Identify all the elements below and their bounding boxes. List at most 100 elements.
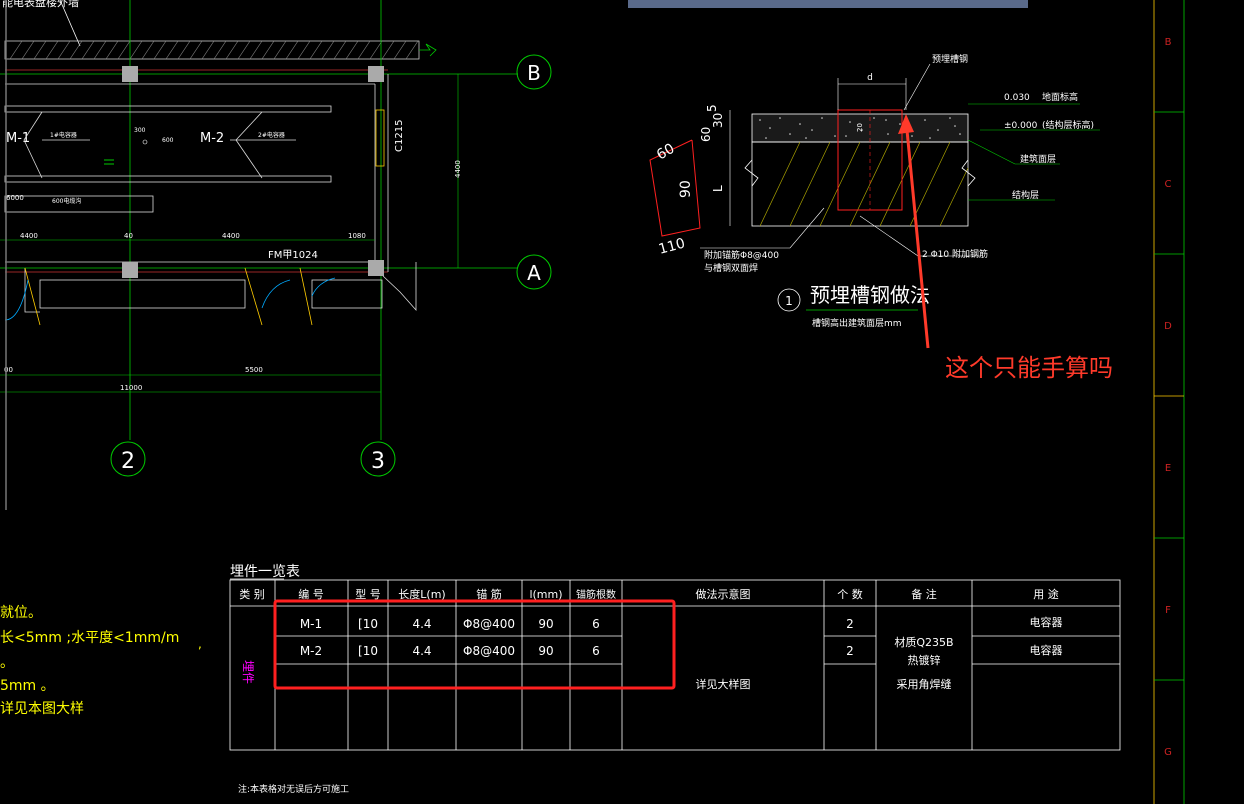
- column: [122, 262, 138, 278]
- header-remark: 备 注: [911, 587, 937, 601]
- border-letter-g: G: [1164, 747, 1172, 758]
- table-row: M-1 [10 4.4 Φ8@400 90 6 2 电容器: [300, 615, 1063, 631]
- plan-view: 能电表盘楼外墙: [0, 0, 552, 510]
- rebar-note-1: 附加锚筋Φ8@400: [704, 249, 779, 261]
- detail-title: 预埋槽钢做法: [810, 283, 930, 307]
- border-letter-f: F: [1165, 605, 1171, 616]
- cell-qty: 2: [846, 617, 854, 631]
- note-line-1: 就位。: [0, 605, 42, 621]
- annotation: 这个只能手算吗: [898, 114, 1113, 382]
- cell-qty: 2: [846, 644, 854, 658]
- top-wall-leader: [59, 0, 81, 47]
- structure-layer: [751, 141, 969, 227]
- break-mark: [419, 43, 437, 57]
- cell-length: 4.4: [412, 617, 431, 631]
- dim-4400-left: 4400: [20, 232, 38, 240]
- label-embedded: 预埋槽钢: [932, 53, 968, 65]
- axis-bubble-a: [516, 254, 552, 290]
- note-line-4: 5mm 。: [0, 678, 55, 694]
- header-anchor: 锚 筋: [476, 587, 502, 601]
- cell-length: 4.4: [412, 644, 431, 658]
- door-label: FM甲1024: [268, 250, 318, 261]
- axis-label-b: B: [527, 61, 541, 85]
- surface-dots: [759, 117, 961, 139]
- table-row: M-2 [10 4.4 Φ8@400 90 6 2 电容器: [300, 643, 1063, 658]
- axis-label-3: 3: [371, 449, 385, 474]
- cell-model: [10: [358, 617, 378, 631]
- note-line-2-end: ,: [198, 637, 202, 651]
- dim-5: 5: [705, 104, 719, 112]
- elev-mid: 600: [162, 137, 174, 144]
- cell-l: 90: [538, 617, 553, 631]
- note-line-3: 。: [0, 655, 14, 671]
- window-label: C1215: [394, 120, 405, 152]
- cell-anchor: Φ8@400: [463, 617, 515, 631]
- border-letter-b: B: [1165, 37, 1172, 48]
- label-m2: M-2: [200, 131, 224, 146]
- axis-bubble-2: [110, 441, 146, 477]
- header-category: 类 别: [239, 587, 265, 601]
- table-grid: [229, 579, 1121, 751]
- cell-count-anchor: 6: [592, 644, 600, 658]
- cell-model: [10: [358, 644, 378, 658]
- note-m1: 1#电容器: [50, 131, 77, 139]
- cell-l: 90: [538, 644, 553, 658]
- elev-0030-note: 地面标高: [1042, 91, 1078, 103]
- remark-3: 采用角焊缝: [897, 677, 952, 691]
- cell-usage: 电容器: [1030, 615, 1063, 629]
- dim-vertical: 4400: [454, 160, 462, 178]
- annotation-arrow: [904, 119, 930, 349]
- dim-60: 60: [699, 127, 713, 142]
- top-wall-label: 能电表盘楼外墙: [2, 0, 79, 9]
- layer-structure: 结构层: [1012, 189, 1039, 201]
- title-bubble: [777, 288, 801, 312]
- border-letter-e: E: [1165, 463, 1171, 474]
- table-footnote: 注:本表格对无误后方可施工: [238, 783, 349, 795]
- annotation-text: 这个只能手算吗: [945, 354, 1113, 382]
- cell-usage: 电容器: [1030, 643, 1063, 657]
- dim-00: 00: [4, 366, 13, 374]
- header-usage: 用 途: [1033, 587, 1059, 601]
- header-qty: 个 数: [837, 588, 863, 601]
- table-title: 埋件一览表: [230, 564, 300, 580]
- top-panel-bar: [628, 0, 1028, 8]
- detail-subtitle: 槽钢高出建筑面层mm: [812, 317, 902, 329]
- header-length: 长度L(m): [398, 587, 445, 601]
- dim-1080: 1080: [348, 232, 366, 240]
- window-c1215: [375, 109, 385, 167]
- title-num: 1: [785, 294, 793, 308]
- border-letter-c: C: [1165, 179, 1172, 190]
- notes: 就位。 长<5mm ;水平度<1mm/m , 。 5mm 。 详见本图大样: [0, 605, 202, 717]
- elev-0030: 0.030: [1004, 93, 1030, 103]
- axis-bubble-3: [360, 441, 396, 477]
- note-line-2: 长<5mm ;水平度<1mm/m: [0, 630, 179, 646]
- dim-L: L: [711, 185, 725, 192]
- note-6000: 600电缆沟: [52, 197, 81, 205]
- cell-number: M-1: [300, 617, 322, 631]
- dim-30: 30: [711, 113, 725, 128]
- layer-surface: 建筑面层: [1020, 153, 1056, 165]
- remark-1: 材质Q235B: [894, 635, 953, 649]
- profile-90: 90: [678, 180, 694, 198]
- note-line-5: 详见本图大样: [0, 701, 84, 717]
- dim-20: 20: [856, 123, 864, 132]
- header-l: l(mm): [529, 588, 562, 601]
- channel-profile: [649, 139, 701, 237]
- rebar-add: 2 Φ10 附加钢筋: [922, 248, 988, 260]
- cell-count-anchor: 6: [592, 617, 600, 631]
- highlight-box: [273, 599, 676, 690]
- header-number: 编 号: [298, 587, 324, 601]
- top-wall-hatch: [9, 40, 419, 60]
- axis-label-2: 2: [121, 449, 135, 474]
- header-model: 型 号: [355, 587, 381, 601]
- surface-layer: [751, 113, 969, 143]
- dim-5500: 5500: [245, 366, 263, 374]
- cell-number: M-2: [300, 644, 322, 658]
- channel-m2: [4, 175, 332, 183]
- detail-view: d 预埋槽钢 5 30 60 L 20 0.030 地面标高 ±0.000 (结…: [649, 53, 1100, 329]
- cell-anchor: Φ8@400: [463, 644, 515, 658]
- category-value: 埋件: [241, 660, 255, 684]
- cable-trench: [4, 195, 154, 213]
